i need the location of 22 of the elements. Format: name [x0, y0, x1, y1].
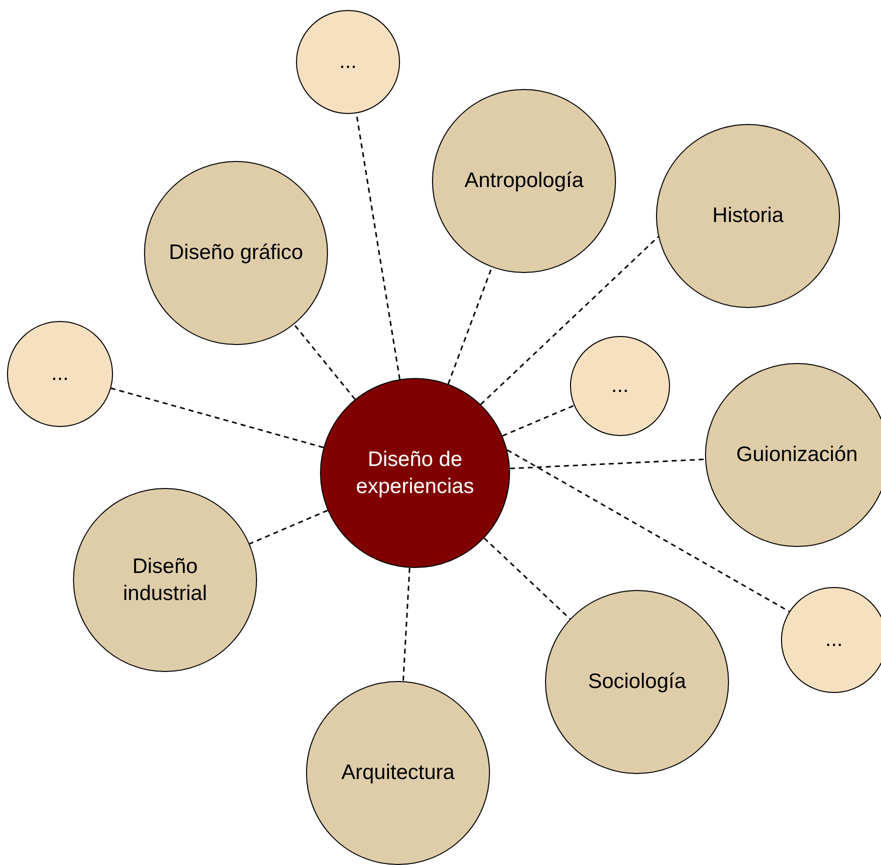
circle-label: Historia [712, 203, 784, 230]
circle-label: Antropología [464, 168, 584, 194]
dashed-connector [293, 324, 356, 400]
dashed-connector [506, 449, 790, 612]
dashed-connector [249, 510, 328, 544]
dashed-connector [448, 266, 493, 384]
circle-label: ... [825, 627, 843, 654]
dashed-connector [510, 458, 706, 470]
dashed-connector [502, 404, 574, 437]
circle-label: Guionización [736, 442, 858, 468]
circle-label: ... [611, 373, 629, 400]
dashed-connector [110, 388, 324, 448]
dashed-connector [402, 568, 410, 682]
circle-label: ... [339, 49, 357, 76]
circle-label: Diseño gráfico [168, 240, 304, 266]
circle-label: Arquitectura [341, 760, 455, 786]
dashed-connector [484, 538, 571, 620]
circle-label: ... [51, 361, 69, 388]
circle-label: Diseño industrial [122, 554, 208, 607]
circle-label: Diseño de experiencias [355, 446, 475, 500]
circle-label: Sociología [588, 669, 686, 696]
dashed-connector [480, 236, 659, 405]
